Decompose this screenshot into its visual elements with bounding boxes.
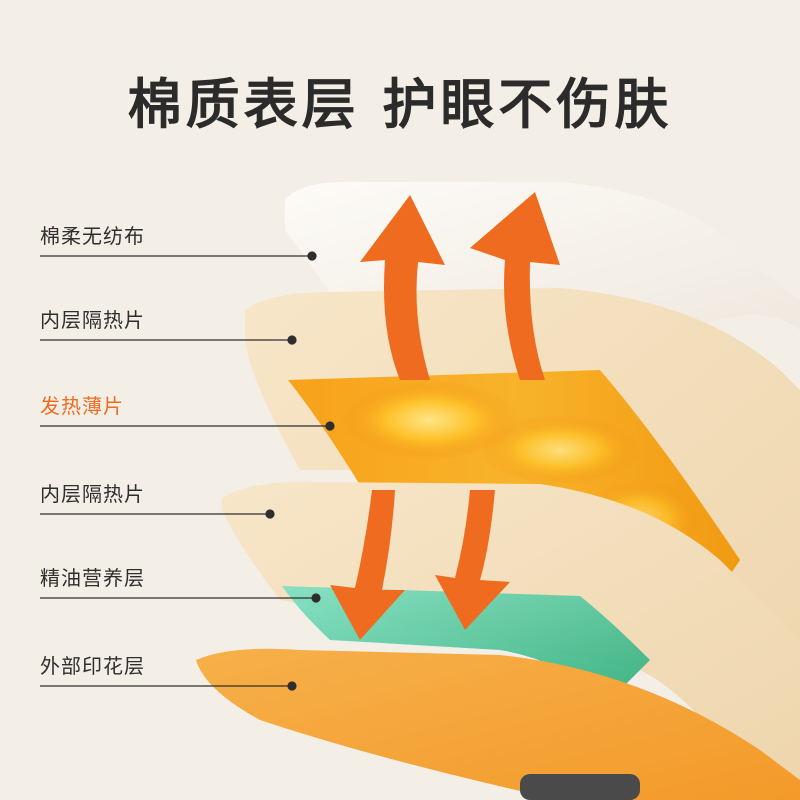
layer-label-print: 外部印花层	[40, 654, 145, 678]
headline: 棉质表层 护眼不伤肤	[127, 73, 673, 136]
layer-label-cotton: 棉柔无纺布	[40, 224, 145, 248]
layer-label-oil: 精油营养层	[40, 566, 145, 590]
layer-label-heating: 发热薄片	[40, 394, 124, 418]
layer-print-dark-band	[520, 774, 640, 800]
heat-arrows-up	[360, 192, 560, 380]
heat-arrows-down	[330, 490, 510, 640]
layer-label-insulation-lower: 内层隔热片	[40, 482, 145, 506]
leader-lines	[40, 251, 335, 691]
layer-print	[196, 648, 800, 800]
layer-label-insulation-upper: 内层隔热片	[40, 308, 145, 332]
